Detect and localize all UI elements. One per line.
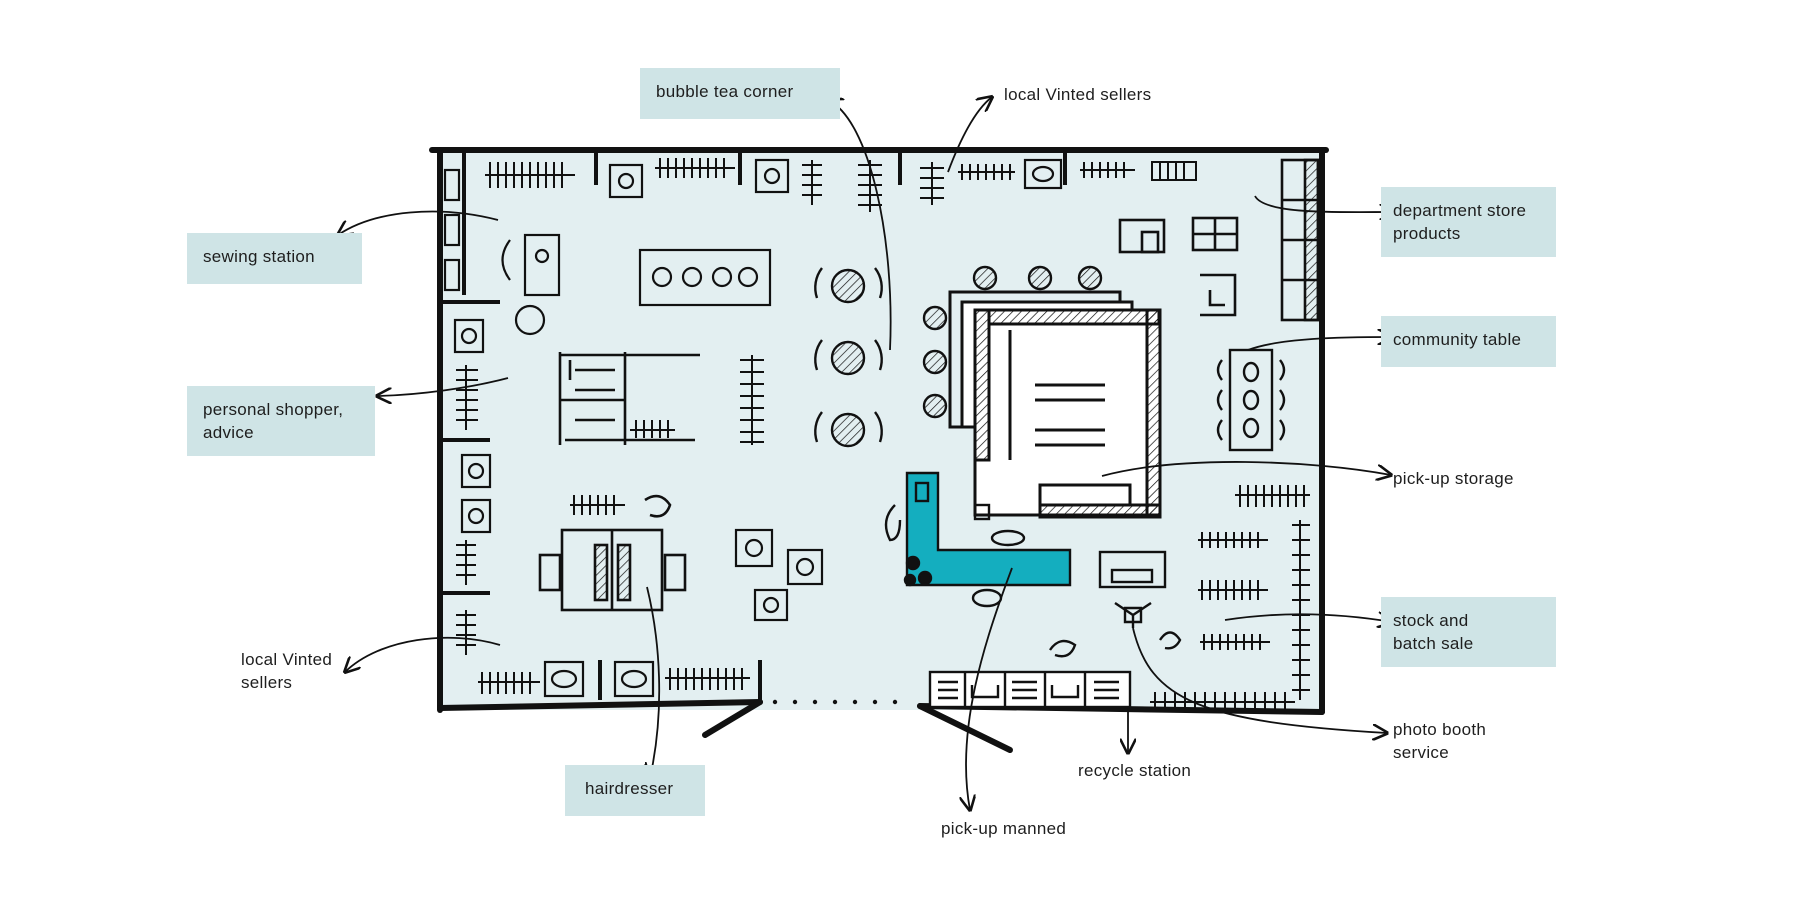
label-text-line-2: products (1393, 224, 1461, 243)
label-text: pick-up manned (941, 819, 1067, 838)
arrow-vinted-top (947, 97, 992, 173)
label-hairdresser: hairdresser (565, 765, 705, 816)
label-pickup-manned: pick-up manned (941, 817, 1066, 840)
label-text-line-1: local Vinted (241, 650, 333, 669)
label-photo-booth-service: photo booth service (1393, 718, 1486, 764)
arrow-department (1254, 195, 1394, 212)
label-community-table: community table (1381, 316, 1556, 367)
label-text-line-2: advice (203, 423, 254, 442)
label-text-line-2: sellers (241, 673, 293, 692)
arrow-community (1247, 337, 1392, 351)
arrow-bubble-tea (828, 100, 892, 351)
label-bubble-tea-corner: bubble tea corner (640, 68, 840, 119)
leader-arrows (338, 97, 1394, 810)
label-text-line-2: batch sale (1393, 634, 1474, 653)
label-text: bubble tea corner (656, 82, 794, 101)
recycle-bins (928, 670, 1132, 709)
arrow-hairdresser (647, 586, 659, 778)
label-personal-shopper: personal shopper, advice (187, 386, 375, 456)
arrow-photo (1132, 627, 1387, 733)
label-local-vinted-sellers-left: local Vinted sellers (241, 648, 332, 694)
label-text: recycle station (1078, 761, 1192, 780)
arrow-stock (1224, 614, 1392, 622)
stock-area (1049, 550, 1182, 658)
label-text-line-1: personal shopper, (203, 400, 344, 419)
clothing-racks (456, 158, 1310, 710)
arrow-pickup-storage (1101, 461, 1391, 476)
display-boxes (443, 158, 1063, 698)
label-text: local Vinted sellers (1004, 85, 1152, 104)
label-department-store-products: department store products (1381, 187, 1556, 257)
arrow-sewing (338, 210, 499, 235)
pickup-counter (884, 471, 1072, 608)
arrow-personal (377, 377, 509, 396)
label-text: community table (1393, 330, 1522, 349)
tables-left (538, 352, 700, 612)
pickup-storage (948, 290, 1162, 519)
label-text: hairdresser (585, 779, 674, 798)
outer-walls (429, 147, 1329, 753)
label-recycle-station: recycle station (1078, 759, 1191, 782)
arrow-vinted-bl (345, 636, 501, 672)
department-shelving (1118, 158, 1320, 322)
label-sewing-station: sewing station (187, 233, 362, 284)
label-text-line-2: service (1393, 743, 1449, 762)
label-text: pick-up storage (1393, 469, 1514, 488)
pickup-seats (922, 265, 1103, 419)
bubble-tea-tables (814, 267, 883, 448)
community-table-drawing (1216, 348, 1286, 452)
label-text: sewing station (203, 247, 315, 266)
label-pickup-storage: pick-up storage (1393, 467, 1514, 490)
entrance-dots (772, 699, 898, 705)
label-stock-and-batch-sale: stock and batch sale (1381, 597, 1556, 667)
partition-walls (440, 152, 1067, 702)
label-local-vinted-sellers-top: local Vinted sellers (1004, 83, 1151, 106)
arrow-pickup-manned (966, 567, 1013, 810)
label-text-line-1: photo booth (1393, 720, 1487, 739)
label-text-line-1: department store (1393, 201, 1527, 220)
label-text-line-1: stock and (1393, 611, 1469, 630)
